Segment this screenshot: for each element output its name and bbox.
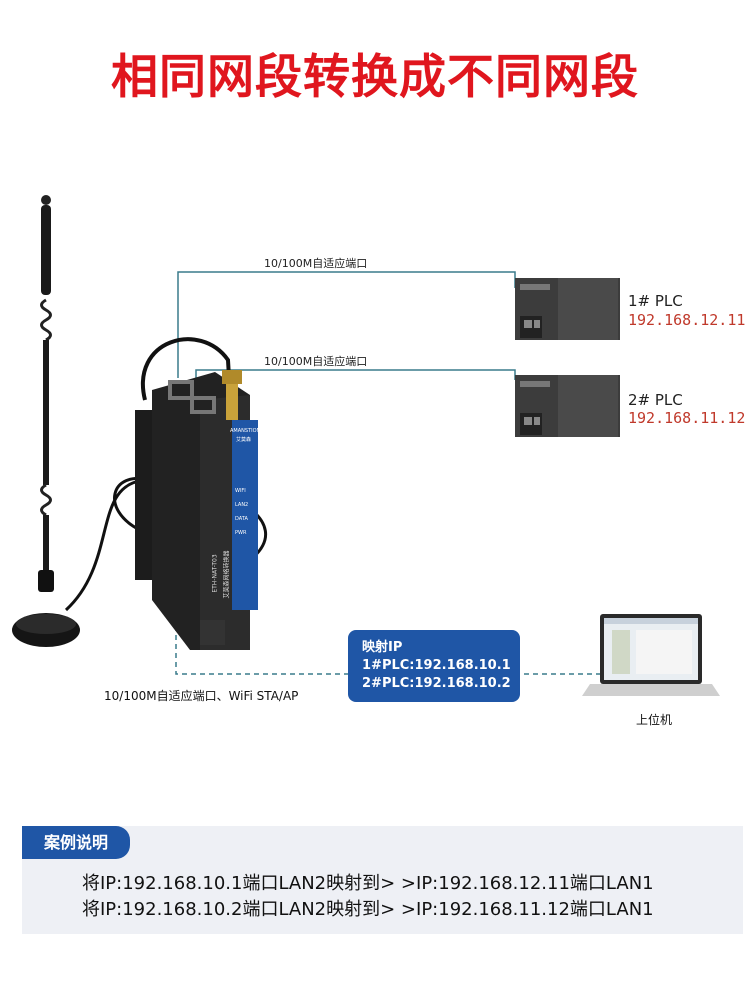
mapping-line-2: 2#PLC:192.168.10.2 [362, 676, 511, 691]
device-brand-cn: 艾莫森 [236, 437, 252, 443]
plc-2-ip: 192.168.11.12 [628, 409, 746, 427]
wire-label-top: 10/100M自适应端口 [264, 257, 368, 270]
plc-2-name: 2# PLC [628, 391, 683, 409]
host-caption: 上位机 [636, 713, 673, 727]
mapping-box: 映射IP 1#PLC:192.168.10.1 2#PLC:192.168.10… [348, 630, 520, 702]
antenna-icon [12, 195, 80, 647]
case-row-1: 将IP:192.168.10.1端口LAN2映射到> >IP:192.168.1… [82, 873, 654, 894]
case-panel [22, 826, 743, 934]
case-row-2: 将IP:192.168.10.2端口LAN2映射到> >IP:192.168.1… [82, 899, 654, 920]
device-model-cn: 艾莫森网络转换器 [223, 550, 231, 599]
device-caption: 10/100M自适应端口、WiFi STA/AP [104, 689, 299, 703]
plc-1-ip: 192.168.12.11 [628, 311, 746, 329]
led-lan2: LAN2 [235, 502, 249, 508]
wire-label-middle: 10/100M自适应端口 [264, 355, 368, 368]
laptop-icon [582, 614, 720, 696]
router-device [135, 370, 258, 650]
led-wifi: WIFI [235, 488, 246, 494]
mapping-heading: 映射IP [362, 640, 403, 655]
led-data: DATA [235, 516, 248, 522]
device-brand: AMANSTION [230, 428, 261, 434]
led-pwr: PWR [235, 530, 247, 536]
mapping-line-1: 1#PLC:192.168.10.1 [362, 658, 511, 673]
page-title: 相同网段转换成不同网段 [111, 50, 639, 105]
plc-2-icon [515, 375, 620, 437]
plc-1-icon [515, 278, 620, 340]
device-model: ETH-NAT-T03 [211, 554, 219, 593]
case-label: 案例说明 [22, 826, 130, 859]
plc-1-name: 1# PLC [628, 292, 683, 310]
